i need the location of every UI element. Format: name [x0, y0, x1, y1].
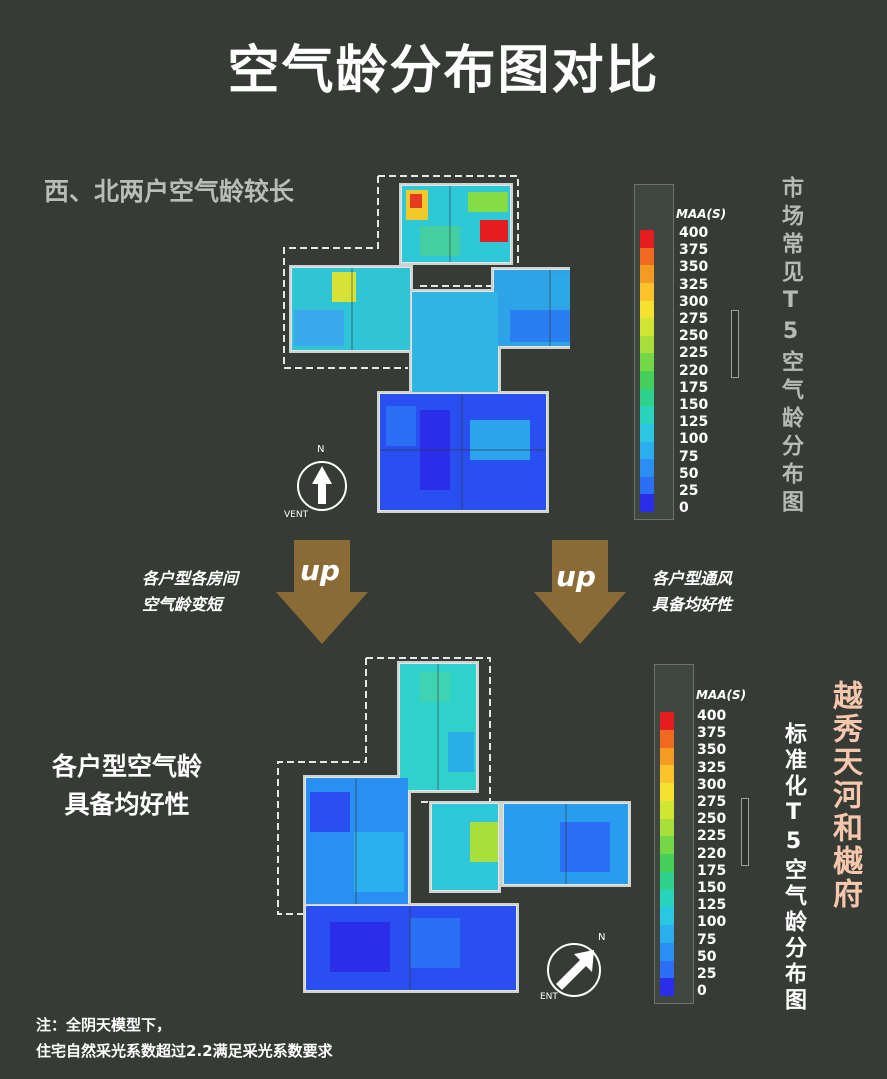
left-arrow-note-line: 空气龄变短 [142, 595, 223, 614]
legend-top-label: 250 [679, 328, 709, 345]
legend-top-title: MAA(S) [676, 207, 727, 221]
down-arrow-left [276, 540, 368, 644]
legend-bottom-label: 150 [697, 880, 727, 897]
legend-bottom-label: 300 [697, 776, 727, 793]
legend-bottom-label: 225 [697, 828, 727, 845]
bottom-note-line: 各户型空气龄 [52, 752, 203, 781]
legend-bottom-label: 100 [697, 914, 727, 931]
legend-bottom-label: 220 [697, 845, 727, 862]
up-label-left: up [300, 554, 340, 587]
legend-bottom-label: 400 [697, 708, 727, 724]
legend-top-labels: 400 375 350 325 300 275 250 225 220 175 … [679, 225, 708, 517]
legend-top-label: 25 [679, 483, 699, 500]
legend-top-label: 0 [679, 500, 689, 517]
legend-top-label: 75 [679, 448, 699, 465]
compass-bottom-label: ENT [540, 992, 558, 1002]
legend-top-label: 225 [679, 345, 709, 362]
scroll-marker-top [731, 310, 739, 378]
legend-top-label: 325 [679, 276, 709, 293]
legend-bottom-label: 125 [697, 897, 727, 914]
right-arrow-note-line: 各户型通风 [652, 569, 733, 588]
legend-top-label: 400 [679, 225, 709, 241]
legend-top-label: 375 [679, 242, 709, 259]
compass-top-letter: N [317, 444, 325, 455]
bottom-floorplan-note: 各户型空气龄 具备均好性 [52, 748, 202, 824]
right-arrow-note: 各户型通风 具备均好性 [652, 566, 732, 618]
right-arrow-note-line: 具备均好性 [652, 595, 733, 614]
footnote-line: 注：全阴天模型下， [36, 1016, 172, 1034]
top-floorplan-heatmap [283, 175, 570, 513]
legend-bottom-label: 375 [697, 725, 727, 742]
page-title: 空气龄分布图对比 [227, 41, 660, 101]
compass-bottom [547, 943, 601, 997]
legend-bottom-label: 0 [697, 983, 707, 1000]
legend-bottom-label: 175 [697, 862, 727, 879]
standard-vertical-label: 标准化T5空气龄分布图 [781, 722, 806, 1014]
legend-top-label: 300 [679, 293, 709, 310]
legend-top-label: 175 [679, 379, 709, 396]
legend-top-label: 275 [679, 311, 709, 328]
footnote: 注：全阴天模型下， 住宅自然采光系数超过2.2满足采光系数要求 [36, 1012, 333, 1064]
top-floorplan-note: 西、北两户空气龄较长 [44, 177, 295, 206]
legend-top-label: 100 [679, 431, 709, 448]
legend-bottom-colorbar [660, 712, 674, 996]
down-arrow-right [534, 540, 626, 644]
bottom-floorplan-heatmap [277, 657, 631, 993]
legend-top-label: 50 [679, 465, 699, 482]
market-vertical-label: 市场常见T5空气龄分布图 [778, 176, 803, 518]
legend-top-label: 350 [679, 259, 709, 276]
legend-top-label: 150 [679, 397, 709, 414]
brand-vertical-label: 越秀天河和樾府 [827, 680, 862, 911]
legend-bottom-label: 25 [697, 966, 717, 983]
bottom-note-line: 具备均好性 [64, 790, 190, 819]
compass-top [297, 461, 347, 511]
legend-bottom-label: 350 [697, 742, 727, 759]
compass-top-label: VENT [284, 510, 309, 520]
legend-top-label: 220 [679, 362, 709, 379]
legend-bottom-label: 275 [697, 794, 727, 811]
legend-bottom-title: MAA(S) [696, 688, 747, 702]
scroll-marker-bottom [741, 798, 749, 866]
footnote-line: 住宅自然采光系数超过2.2满足采光系数要求 [36, 1042, 333, 1060]
compass-bottom-letter: N [598, 932, 606, 943]
legend-bottom-label: 250 [697, 811, 727, 828]
legend-bottom-label: 325 [697, 759, 727, 776]
up-label-right: up [556, 560, 596, 593]
legend-top-colorbar [640, 230, 654, 512]
left-arrow-note-line: 各户型各房间 [142, 569, 239, 588]
legend-bottom-label: 75 [697, 931, 717, 948]
legend-bottom-labels: 400 375 350 325 300 275 250 225 220 175 … [697, 708, 726, 1000]
legend-top-label: 125 [679, 414, 709, 431]
legend-bottom-label: 50 [697, 948, 717, 965]
left-arrow-note: 各户型各房间 空气龄变短 [142, 566, 238, 618]
